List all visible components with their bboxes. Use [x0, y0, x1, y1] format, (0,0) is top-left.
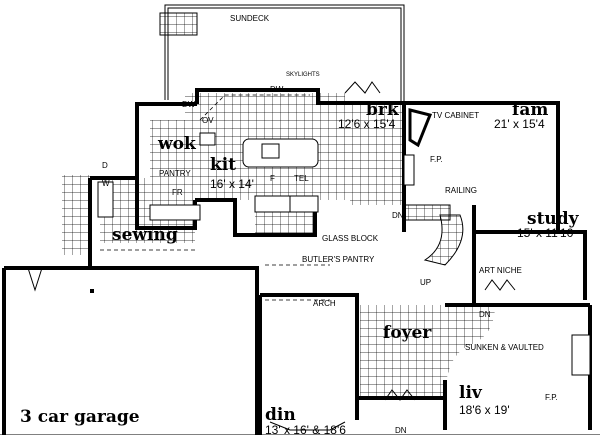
label-wok: wok	[157, 134, 197, 154]
room-labels: SUNDECK wok kit 16' x 14' brk 12'6 x 15'…	[20, 14, 580, 435]
label-sundeck: SUNDECK	[230, 14, 270, 23]
note-dw-wok: DW	[182, 100, 196, 109]
note-fridge: F	[270, 174, 275, 183]
note-tv-cabinet: TV CABINET	[432, 111, 479, 120]
note-dn-stair: DN	[392, 211, 404, 220]
note-arch: ARCH	[313, 299, 336, 308]
note-dryer: D	[102, 161, 108, 170]
note-dn-liv: DN	[479, 310, 491, 319]
label-brk-size: 12'6 x 15'4	[338, 117, 396, 131]
sundeck	[159, 4, 405, 103]
tv-cabinet	[408, 108, 433, 148]
fixtures	[0, 81, 600, 435]
fireplace-fam	[403, 154, 415, 186]
side-stairs	[62, 175, 90, 255]
note-glass-block: GLASS BLOCK	[322, 234, 379, 243]
note-pantry: PANTRY	[159, 169, 191, 178]
note-tel: TEL	[294, 174, 309, 183]
note-up: UP	[420, 278, 431, 287]
note-railing: RAILING	[445, 186, 477, 195]
note-fp-fam: F.P.	[430, 155, 443, 164]
note-fp-liv: F.P.	[545, 393, 558, 402]
door-front	[384, 389, 416, 401]
curved-stair	[423, 214, 464, 266]
note-dn-entry: DN	[395, 426, 407, 435]
note-dw-kit: DW	[270, 85, 284, 94]
note-fr: FR	[172, 188, 183, 197]
label-din-size: 13' x 16' & 18'6	[265, 423, 346, 435]
label-garage: 3 car garage	[20, 407, 140, 427]
label-study: study	[527, 209, 580, 229]
label-liv: liv	[459, 383, 483, 403]
label-sewing: sewing	[112, 225, 178, 245]
fireplace-liv	[571, 334, 591, 376]
note-skylights: SKYLIGHTS	[286, 72, 320, 78]
label-fam: fam	[512, 100, 548, 120]
label-kit: kit	[210, 155, 236, 175]
note-sunken-vaulted: SUNKEN & VAULTED	[465, 343, 544, 352]
label-din: din	[265, 405, 296, 425]
note-washer: W	[102, 179, 110, 188]
deck-stairs	[159, 12, 198, 36]
plan-notes: SKYLIGHTS DW DW OV TV CABINET F.P. D W P…	[102, 72, 558, 435]
door-art-niche	[484, 279, 516, 291]
label-kit-size: 16' x 14'	[210, 177, 254, 191]
label-liv-size: 18'6 x 19'	[459, 403, 510, 417]
label-fam-size: 21' x 15'4	[494, 117, 545, 131]
note-butlers-pantry: BUTLER'S PANTRY	[302, 255, 375, 264]
door-brk	[344, 81, 381, 94]
cooktop	[261, 143, 280, 159]
label-study-size: 15' x 11'10	[517, 226, 574, 240]
note-art-niche: ART NICHE	[479, 266, 522, 275]
label-brk: brk	[366, 100, 400, 120]
note-ov: OV	[202, 116, 214, 125]
label-foyer: foyer	[383, 323, 432, 343]
kitchen-island	[242, 138, 319, 168]
